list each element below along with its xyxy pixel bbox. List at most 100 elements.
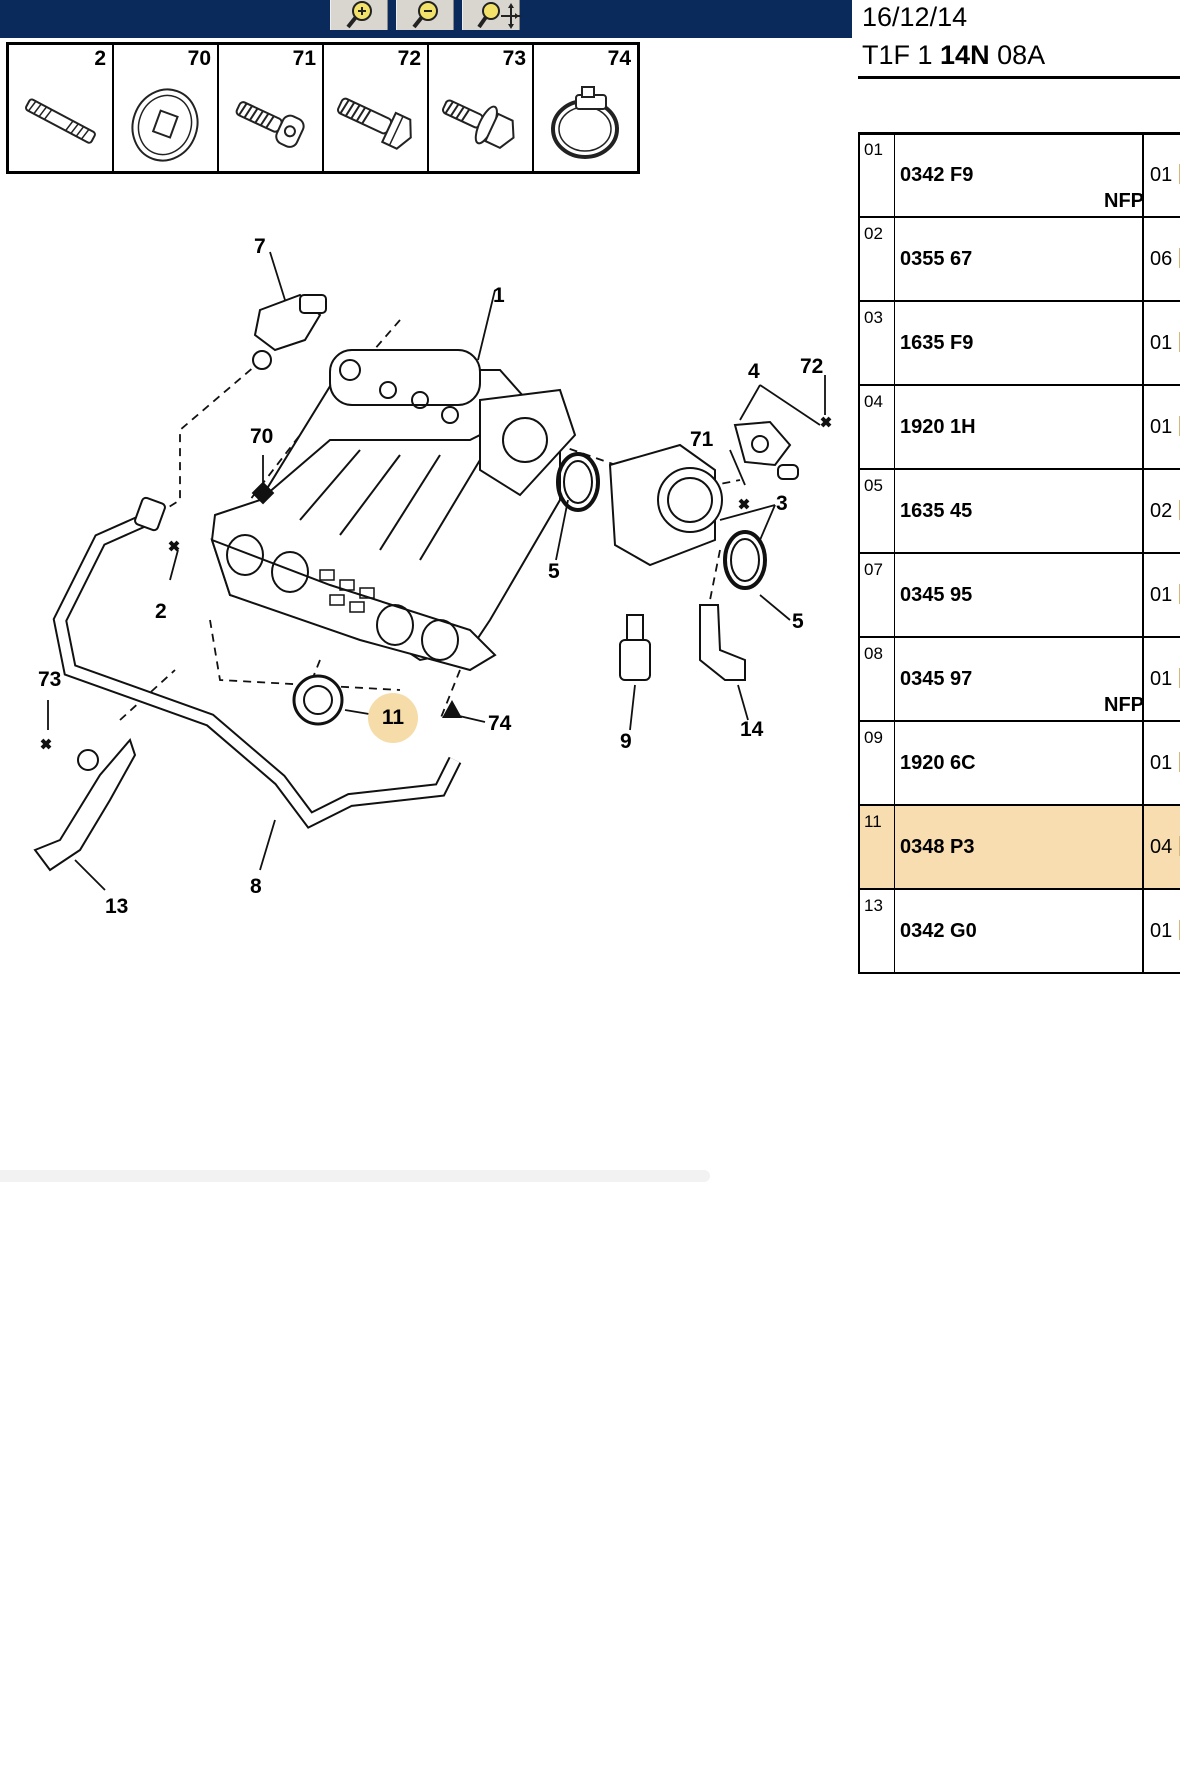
ref-number: 13 — [864, 896, 883, 915]
zoom-out-button[interactable] — [396, 0, 454, 30]
vehicle-code-engine: 14N — [940, 40, 990, 70]
column-divider — [1142, 470, 1144, 552]
horizontal-scrollbar[interactable] — [0, 1170, 710, 1182]
callout-8[interactable]: 8 — [250, 875, 262, 898]
callout-4[interactable]: 4 — [748, 360, 760, 383]
callout-9[interactable]: 9 — [620, 730, 632, 753]
part-number: 0348 P3 — [900, 836, 975, 858]
legend-item-73[interactable]: 73 — [429, 45, 534, 171]
column-divider — [894, 302, 895, 384]
callout-72[interactable]: 72 — [800, 355, 824, 378]
bolt-icon — [337, 97, 412, 150]
callout-14[interactable]: 14 — [740, 718, 764, 741]
legend-item-74[interactable]: 74 — [534, 45, 637, 171]
callout-7[interactable]: 7 — [254, 235, 266, 258]
parts-row[interactable]: 13 0342 G0 01 — [860, 890, 1180, 974]
ref-number: 03 — [864, 308, 883, 327]
part-number: 0342 G0 — [900, 920, 977, 942]
stud-icon — [25, 98, 96, 144]
ref-number: 01 — [864, 140, 883, 159]
ref-number: 05 — [864, 476, 883, 495]
column-divider — [1142, 134, 1144, 216]
callout-3[interactable]: 3 — [776, 492, 788, 515]
quantity: 01 — [1150, 752, 1173, 774]
ref-number: 11 — [864, 812, 882, 831]
callout-5-left[interactable]: 5 — [548, 560, 560, 583]
ref-number: 09 — [864, 728, 883, 747]
column-divider — [894, 470, 895, 552]
quantity: 06 — [1150, 248, 1173, 270]
zoom-pan-icon — [477, 2, 521, 29]
part-number: 0345 95 — [900, 584, 973, 606]
callout-71[interactable]: 71 — [690, 428, 714, 451]
screw-icon — [235, 101, 305, 148]
header-divider — [858, 76, 1180, 79]
viewer-toolbar — [0, 0, 852, 38]
column-divider — [894, 134, 895, 216]
column-divider — [1142, 890, 1144, 972]
callout-74[interactable]: 74 — [488, 712, 512, 735]
intake-manifold-drawing — [33, 251, 832, 891]
ref-number: 02 — [864, 224, 883, 243]
column-divider — [1142, 302, 1144, 384]
column-divider — [894, 722, 895, 804]
column-divider — [894, 386, 895, 468]
hose-clamp-icon — [551, 86, 619, 159]
table-top-border — [858, 132, 1180, 135]
part-number: 0345 97 — [900, 668, 973, 690]
part-number: 1635 45 — [900, 500, 973, 522]
quantity: 04 — [1150, 836, 1173, 858]
callout-1[interactable]: 1 — [493, 284, 505, 307]
part-number: 1635 F9 — [900, 332, 974, 354]
quantity: 02 — [1150, 500, 1173, 522]
callout-5-right[interactable]: 5 — [792, 610, 804, 633]
callout-73[interactable]: 73 — [38, 668, 62, 691]
bolt-washer-icon — [442, 99, 515, 150]
vehicle-code-suffix: 08A — [989, 40, 1046, 70]
zoom-in-button[interactable] — [330, 0, 388, 30]
column-divider — [1142, 806, 1144, 888]
catalog-date: 16/12/14 — [862, 2, 968, 32]
legend-item-72[interactable]: 72 — [324, 45, 429, 171]
column-divider — [894, 638, 895, 720]
nfp-flag: NFP — [1104, 694, 1144, 716]
nfp-flag: NFP — [1104, 190, 1144, 212]
column-divider — [894, 554, 895, 636]
zoom-out-icon — [412, 1, 438, 29]
legend-item-71[interactable]: 71 — [219, 45, 324, 171]
column-divider — [894, 890, 895, 972]
column-divider — [894, 806, 895, 888]
parts-row[interactable]: 02 0355 67 06 — [860, 218, 1180, 302]
part-number: 1920 1H — [900, 416, 976, 438]
part-number: 0355 67 — [900, 248, 973, 270]
legend-item-2[interactable]: 2 — [9, 45, 114, 171]
legend-number: 72 — [397, 47, 421, 70]
parts-row[interactable]: 05 1635 45 02 — [860, 470, 1180, 554]
callout-2[interactable]: 2 — [155, 600, 167, 623]
legend-number: 70 — [187, 47, 211, 70]
legend-item-70[interactable]: 70 — [114, 45, 219, 171]
quantity: 01 — [1150, 164, 1173, 186]
legend-number: 74 — [607, 47, 631, 70]
callout-11-highlighted[interactable]: 11 — [368, 693, 418, 743]
hardware-legend: 2 70 71 — [6, 42, 640, 174]
callout-70[interactable]: 70 — [250, 425, 274, 448]
callout-13[interactable]: 13 — [105, 895, 129, 918]
quantity: 01 — [1150, 668, 1173, 690]
legend-number: 71 — [292, 47, 316, 70]
zoom-in-icon — [346, 1, 372, 29]
column-divider — [1142, 218, 1144, 300]
parts-row-selected[interactable]: 11 0348 P3 04 — [860, 806, 1180, 890]
quantity: 01 — [1150, 920, 1173, 942]
column-divider — [1142, 386, 1144, 468]
vehicle-code: T1F 1 14N 08A — [862, 40, 1045, 71]
pan-zoom-button[interactable] — [462, 0, 521, 30]
